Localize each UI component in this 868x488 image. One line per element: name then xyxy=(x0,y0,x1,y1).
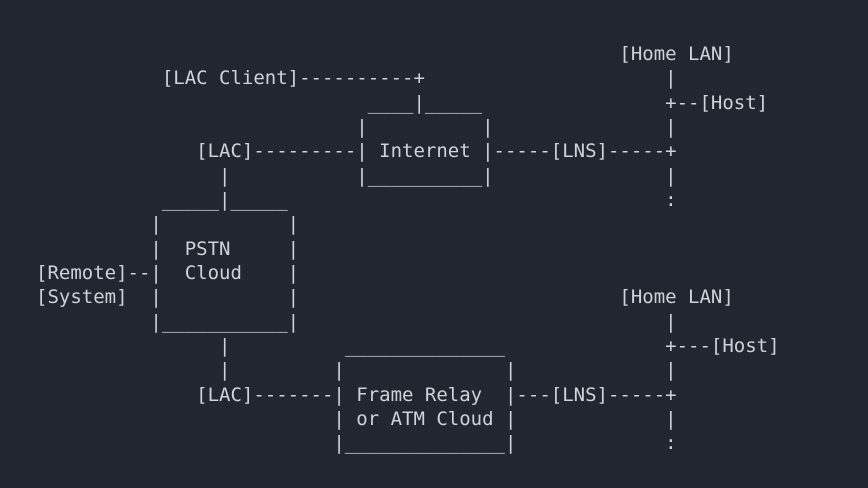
ascii-topology-diagram: [Home LAN] [LAC Client]----------+ | ___… xyxy=(36,43,780,455)
